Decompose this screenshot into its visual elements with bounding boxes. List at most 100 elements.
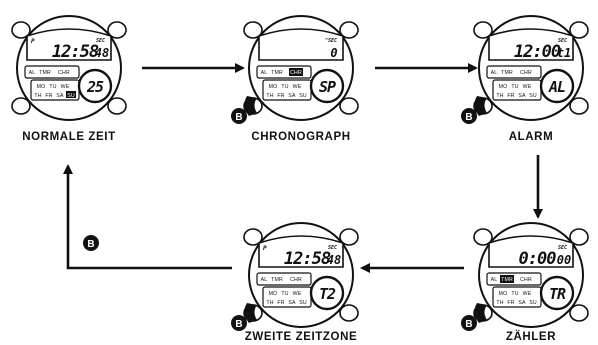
main-digits: 0:00 (519, 249, 557, 269)
day-label-we: WE (523, 84, 532, 90)
day-label-su: SU (529, 93, 537, 99)
upper-display (26, 28, 112, 61)
lug-bottom-right (339, 97, 359, 115)
day-label-tu: TU (511, 291, 518, 297)
lug-bottom-right (107, 97, 127, 115)
mode-panel (256, 272, 312, 286)
seconds-digits: 48 (327, 253, 341, 267)
day-label-th: TH (34, 93, 41, 99)
upper-display (258, 235, 344, 268)
caption-normal: NORMALE ZEIT (22, 131, 115, 143)
mode-button-pressed (244, 96, 257, 116)
mode-label-tmr: TMR (501, 70, 513, 76)
flow-arrows (63, 63, 543, 273)
day-label-fr: FR (507, 93, 514, 99)
mode-label-tmr: TMR (39, 70, 51, 76)
lug-bottom-right (569, 304, 589, 322)
day-label-su: SU (299, 93, 307, 99)
day-label-tu: TU (281, 84, 288, 90)
day-label-we: WE (61, 84, 70, 90)
day-label-mo: MO (269, 291, 278, 297)
sec-label: SEC (558, 245, 567, 251)
seconds-digits: 00 (557, 253, 571, 267)
b-button-icon (461, 315, 477, 331)
day-label-fr: FR (507, 300, 514, 306)
caption-timer: ZÄHLER (506, 330, 556, 343)
b-button-icon (461, 108, 477, 124)
mode-label-tmr: TMR (271, 70, 283, 76)
mode-label-al: AL (29, 70, 36, 76)
sec-label: SEC (328, 245, 337, 251)
upper-display (488, 28, 574, 61)
mode-panel (486, 65, 542, 79)
lug-top-right (569, 21, 589, 39)
caption-chrono: CHRONOGRAPH (251, 131, 350, 143)
day-label-tu: TU (281, 291, 288, 297)
day-label-th: TH (496, 300, 503, 306)
mode-button-pressed (244, 303, 257, 323)
main-digits: 12:58 (52, 42, 99, 62)
return-b-button-label: B (87, 239, 94, 250)
mode-button-pressed (474, 96, 487, 116)
lug-bottom-right (569, 97, 589, 115)
day-label-mo: MO (499, 291, 508, 297)
seconds-digits: t1 (557, 46, 571, 60)
round-display-digits: SP (319, 78, 336, 96)
lug-top-left (473, 21, 493, 39)
day-label-fr: FR (45, 93, 52, 99)
day-label-fr: FR (277, 300, 284, 306)
lug-top-left (243, 21, 263, 39)
seconds-digits: 48 (95, 46, 109, 60)
round-display (77, 68, 113, 104)
lug-bottom-left (11, 97, 31, 115)
mode-label-tmr: TMR (501, 277, 513, 283)
mode-label-chr: CHR (58, 70, 70, 76)
round-display-digits: TR (549, 285, 566, 303)
mode-label-al: AL (491, 70, 498, 76)
day-label-sa: SA (56, 93, 64, 99)
day-label-su: SU (529, 300, 537, 306)
sec-label: "SEC (325, 38, 337, 44)
day-label-fr: FR (277, 93, 284, 99)
b-button-icon (231, 315, 247, 331)
day-label-mo: MO (499, 84, 508, 90)
day-label-tu: TU (49, 84, 56, 90)
b-button-label: B (235, 319, 242, 330)
b-button-icon (231, 108, 247, 124)
mode-label-chr: CHR (520, 277, 532, 283)
lug-top-left (243, 228, 263, 246)
round-display-digits: T2 (319, 285, 336, 303)
round-display-digits: 25 (86, 78, 104, 96)
round-display (539, 275, 575, 311)
round-display (539, 68, 575, 104)
return-b-button: B (83, 235, 99, 251)
day-label-mo: MO (269, 84, 278, 90)
caption-alarm: ALARM (509, 131, 554, 143)
mode-panel (24, 65, 80, 79)
day-label-sa: SA (288, 300, 296, 306)
mode-label-al: AL (261, 277, 268, 283)
upper-display (488, 235, 574, 268)
lug-top-right (569, 228, 589, 246)
mode-label-tmr: TMR (271, 277, 283, 283)
main-digits: 12:00 (514, 42, 561, 62)
lug-top-left (11, 21, 31, 39)
lug-top-right (339, 21, 359, 39)
lug-top-left (473, 228, 493, 246)
caption-dualtime: ZWEITE ZEITZONE (245, 331, 358, 343)
day-label-we: WE (293, 291, 302, 297)
round-display-digits: AL (548, 78, 565, 96)
round-display (309, 68, 345, 104)
pm-indicator: P (31, 38, 35, 45)
day-label-sa: SA (288, 93, 296, 99)
day-label-we: WE (293, 84, 302, 90)
day-label-mo: MO (37, 84, 46, 90)
return-b-button-circle (83, 235, 99, 251)
